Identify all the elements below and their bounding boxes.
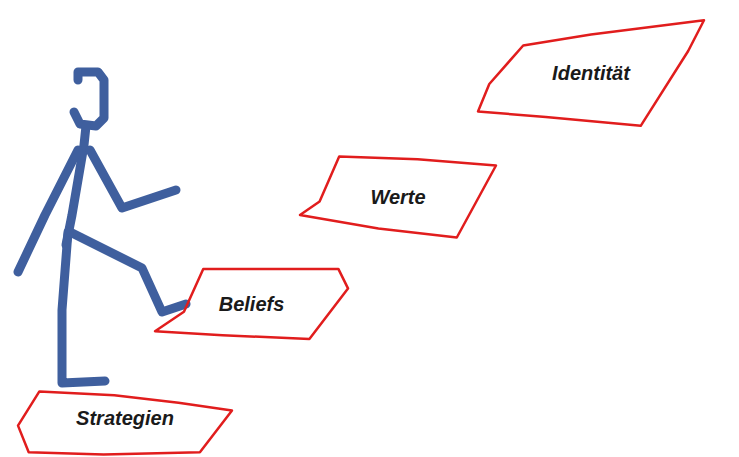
step-outline-path xyxy=(300,157,496,238)
figure-head xyxy=(74,72,104,126)
step-label: Identität xyxy=(552,62,630,85)
step-label: Strategien xyxy=(76,407,174,430)
step-outline-path xyxy=(478,20,704,126)
figure-front-leg xyxy=(70,232,186,312)
step-outline-path xyxy=(155,269,348,339)
step-outline-path xyxy=(18,391,232,454)
step-label: Beliefs xyxy=(219,293,285,316)
step-box: Strategien xyxy=(18,380,232,456)
step-box: Identität xyxy=(478,18,704,128)
figure-front-arm xyxy=(90,150,176,208)
step-box: Werte xyxy=(300,152,496,242)
step-label: Werte xyxy=(370,186,425,209)
figure-body xyxy=(66,126,86,245)
figure-back-leg xyxy=(62,232,105,383)
step-box: Beliefs xyxy=(155,265,348,343)
